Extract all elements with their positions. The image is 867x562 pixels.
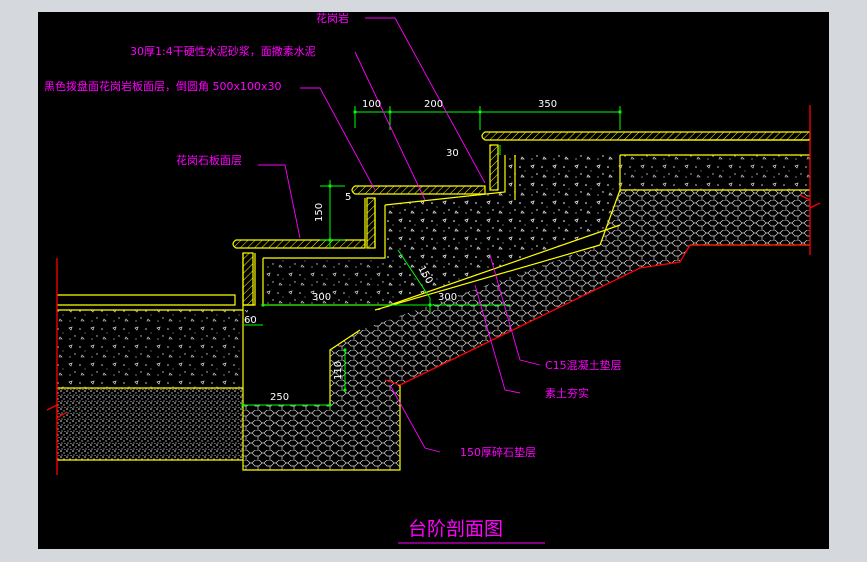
riser-lower [242, 252, 254, 306]
dim-300b: 300 [438, 292, 457, 303]
label-granite: 花岗岩 [316, 11, 349, 25]
dim-100: 100 [362, 99, 381, 110]
label-black-stone: 黑色拨盘面花岗岩板面层，倒圆角 500x100x30 [44, 79, 282, 93]
slab-lower [232, 239, 366, 249]
leader-lines [258, 17, 541, 453]
concrete-step-body [263, 155, 620, 305]
dim-110: 110 [333, 361, 344, 380]
soil-fill [57, 388, 243, 460]
slab-upper [481, 131, 811, 141]
concrete-top-right [620, 155, 810, 190]
label-concrete: C15混凝土垫层 [545, 358, 622, 372]
dim-350: 350 [538, 99, 557, 110]
gravel-layer [243, 190, 810, 470]
label-gravel: 150厚碎石垫层 [460, 445, 536, 459]
concrete-lower-left [57, 310, 243, 388]
dimension-lines [243, 106, 621, 406]
slab-middle [351, 185, 486, 195]
label-mortar: 30厚1:4干硬性水泥砂浆，面撒素水泥 [130, 44, 316, 58]
dim-200: 200 [424, 99, 443, 110]
label-soil: 素土夯实 [545, 386, 589, 400]
riser-middle [366, 197, 376, 249]
ground-layers [57, 155, 810, 470]
dim-5: 5 [345, 192, 351, 203]
dim-300a: 300 [312, 292, 331, 303]
riser-upper [489, 144, 499, 191]
dim-250: 250 [270, 392, 289, 403]
dim-30: 30 [446, 148, 459, 159]
title-text: 台阶剖面图 [408, 518, 503, 540]
boundary-lines [46, 105, 821, 475]
label-granite-slab: 花岗石板面层 [176, 153, 242, 167]
granite-slabs [232, 131, 811, 306]
dim-60: 60 [244, 315, 257, 326]
labels: 花岗岩 30厚1:4干硬性水泥砂浆，面撒素水泥 黑色拨盘面花岗岩板面层，倒圆角 … [44, 11, 622, 459]
drawing-title: 台阶剖面图 [398, 518, 545, 544]
dim-150: 150 [314, 203, 325, 222]
dimension-ticks [241, 110, 622, 407]
